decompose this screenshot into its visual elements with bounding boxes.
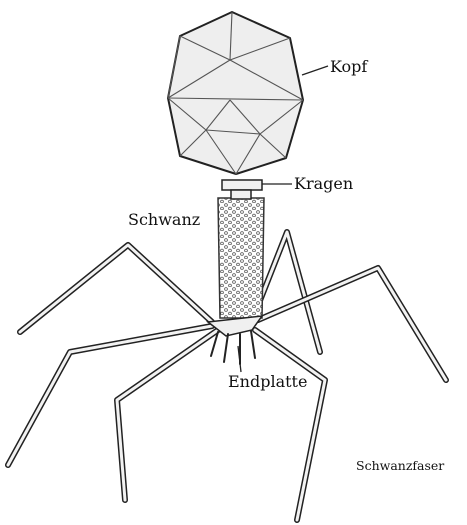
label-tail: Schwanz xyxy=(128,210,200,229)
tail-fiber xyxy=(117,330,218,500)
label-tail-fiber: Schwanzfaser xyxy=(356,458,444,473)
tail-fiber xyxy=(8,326,212,465)
label-baseplate: Endplatte xyxy=(228,372,307,391)
tail-sheath xyxy=(218,198,264,318)
capsid-head xyxy=(168,12,303,174)
baseplate xyxy=(208,316,262,364)
label-head: Kopf xyxy=(330,57,367,76)
tail-fiber xyxy=(258,268,446,380)
baseplate-spikes xyxy=(211,331,255,364)
tail-fiber xyxy=(20,245,212,332)
leader-head xyxy=(302,66,328,75)
tail-fiber xyxy=(255,330,325,520)
collar xyxy=(222,180,262,199)
label-collar: Kragen xyxy=(294,174,353,193)
